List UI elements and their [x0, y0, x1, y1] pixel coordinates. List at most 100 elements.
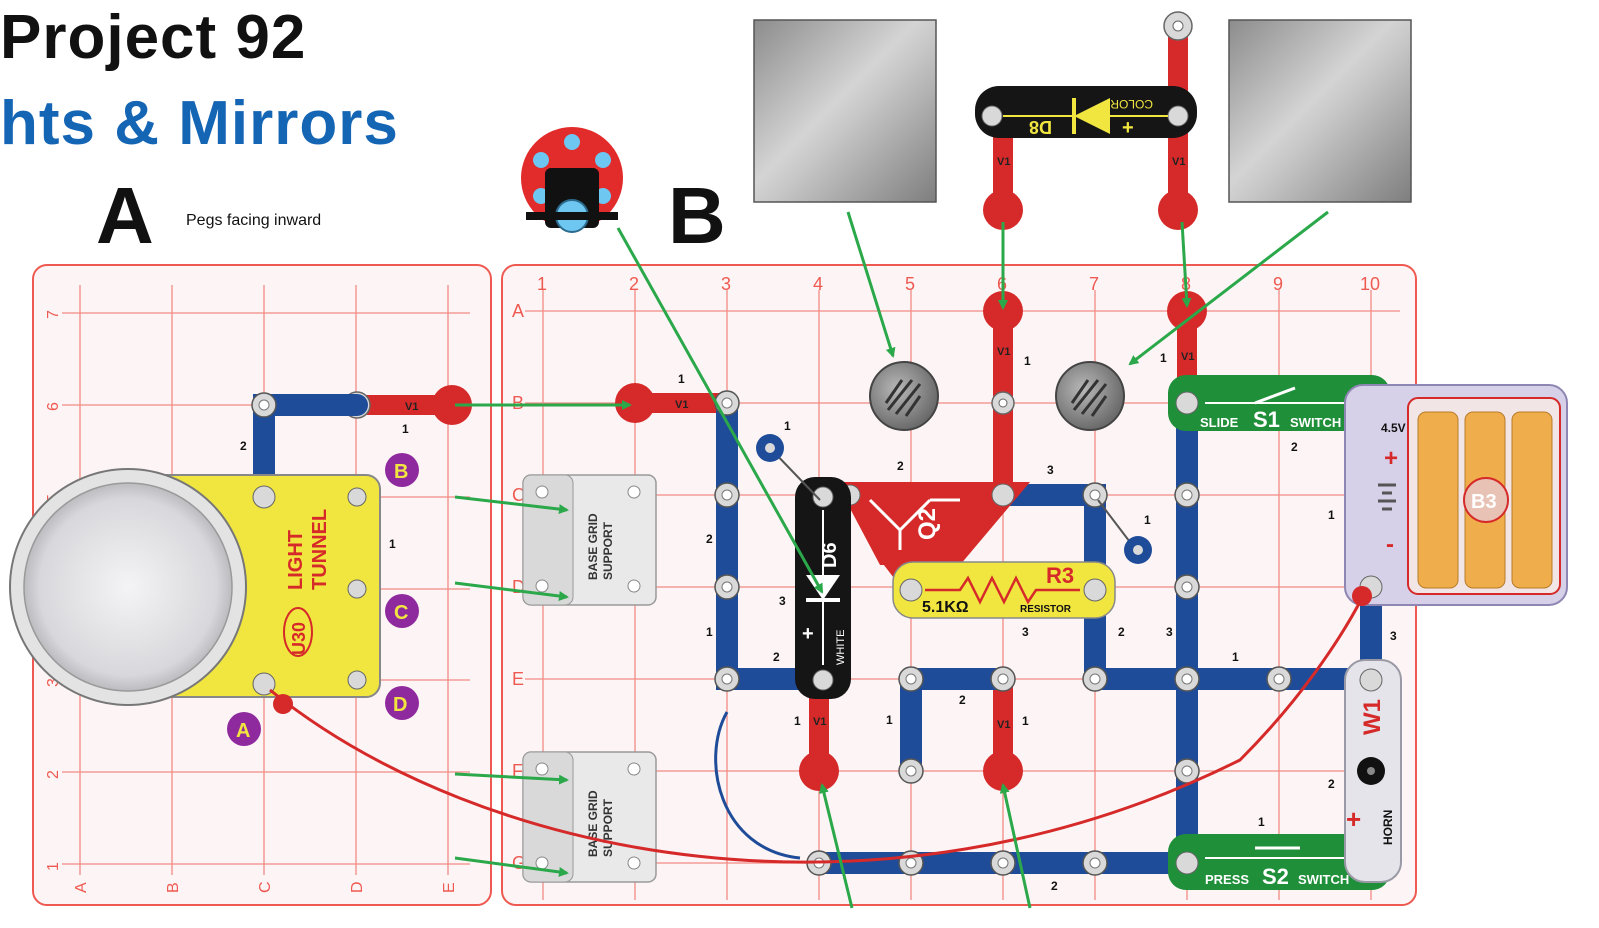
wire-label: V1	[675, 399, 688, 411]
grid-a-col-label: D	[349, 881, 366, 893]
support-text: SUPPORT	[601, 521, 615, 580]
d8-text: COLOR	[1110, 97, 1153, 111]
wire-label: V1	[997, 346, 1010, 358]
level-number: 1	[886, 713, 893, 727]
level-number: 1	[678, 372, 685, 386]
u30-id: U30	[289, 622, 309, 655]
support-text: BASE GRID	[586, 790, 600, 857]
grid-a-row-label: 2	[45, 770, 62, 779]
level-number: 1	[1232, 650, 1239, 664]
snap-center	[1090, 490, 1100, 500]
peg-label-d: D	[385, 686, 419, 720]
svg-text:B: B	[394, 461, 408, 483]
svg-text:A: A	[236, 720, 250, 742]
level-number: 2	[240, 439, 247, 453]
peg-label-a: A	[227, 712, 261, 746]
snap-center	[998, 674, 1008, 684]
svg-text:C: C	[394, 602, 408, 624]
wire-label: V1	[813, 716, 826, 728]
support-text: BASE GRID	[586, 513, 600, 580]
snap-center	[906, 766, 916, 776]
level-number: 1	[706, 625, 713, 639]
snap-center	[722, 674, 732, 684]
snap-center	[259, 400, 269, 410]
grid-a-col-label: A	[73, 882, 90, 893]
b3-id: B3	[1471, 491, 1497, 513]
led-d8: D8 COLOR +	[975, 86, 1197, 139]
snap-center	[1182, 582, 1192, 592]
level-number: 3	[1390, 629, 1397, 643]
base-grid-support-1: BASE GRID SUPPORT	[523, 475, 656, 605]
light-sensor-right	[1056, 362, 1124, 430]
grid-b-col-label: 7	[1089, 274, 1099, 294]
d6-id: D6	[819, 542, 841, 568]
q2-id: Q2	[914, 508, 941, 540]
level-number: 3	[779, 594, 786, 608]
wire-label: V1	[1181, 351, 1194, 363]
grid-a-col-label: B	[165, 882, 182, 893]
wire-label: V1	[997, 156, 1010, 168]
plus-sign: +	[1122, 117, 1134, 139]
snap-center	[1182, 490, 1192, 500]
snap-center	[1090, 674, 1100, 684]
s1-id: S1	[1253, 407, 1280, 432]
snap-center	[1090, 858, 1100, 868]
level-number: 1	[389, 537, 396, 551]
support-text: SUPPORT	[601, 798, 615, 857]
w1-plus: +	[1346, 804, 1361, 834]
grid-a-col-label: E	[441, 882, 458, 893]
level-number: 2	[897, 459, 904, 473]
s1-right-text: SWITCH	[1290, 415, 1341, 430]
level-number: 3	[1022, 625, 1029, 639]
s2-right-text: SWITCH	[1298, 872, 1349, 887]
r3-id: R3	[1046, 563, 1074, 588]
jumper-wire-end	[1352, 586, 1372, 606]
plus-sign: +	[802, 623, 814, 645]
grid-b-row-label: E	[512, 669, 524, 689]
grid-b-row-label: A	[512, 301, 524, 321]
svg-text:D: D	[393, 694, 407, 716]
level-number: 1	[1258, 815, 1265, 829]
grid-b-col-label: 1	[537, 274, 547, 294]
level-number: 1	[1022, 714, 1029, 728]
r3-value: 5.1KΩ	[922, 599, 969, 616]
level-number: 2	[959, 693, 966, 707]
w1-text: HORN	[1381, 810, 1395, 845]
level-number: 2	[1118, 625, 1125, 639]
wire-label: V1	[997, 719, 1010, 731]
snap-center	[998, 858, 1008, 868]
mirror-right	[1229, 20, 1411, 202]
level-number: 2	[706, 532, 713, 546]
jumper-wire-end	[273, 694, 293, 714]
w1-id: W1	[1359, 699, 1386, 735]
snap-center	[906, 674, 916, 684]
level-number: 2	[1291, 440, 1298, 454]
u30-line1: LIGHT	[285, 530, 307, 590]
level-number: 1	[794, 714, 801, 728]
snap-center	[722, 490, 732, 500]
grid-b-col-label: 10	[1360, 274, 1380, 294]
level-number: 1	[1328, 508, 1335, 522]
b3-voltage: 4.5V	[1381, 421, 1406, 435]
level-number: 1	[1160, 351, 1167, 365]
wire-label: V1	[405, 401, 418, 413]
level-number: 1	[1144, 513, 1151, 527]
level-number: 3	[1047, 463, 1054, 477]
snap-center	[722, 398, 732, 408]
grid-a-col-label: C	[257, 881, 274, 893]
d6-text: WHITE	[835, 630, 847, 665]
r3-text: RESISTOR	[1020, 604, 1072, 615]
grid-a-row-label: 6	[45, 402, 62, 411]
b3-plus: +	[1384, 445, 1398, 472]
base-grid-support-2: BASE GRID SUPPORT	[523, 752, 656, 882]
horn-w1: W1 HORN +	[1345, 660, 1401, 882]
snap-center	[1182, 674, 1192, 684]
s1-left-text: SLIDE	[1200, 415, 1239, 430]
grid-b-row-label: B	[512, 393, 524, 413]
level-number: 2	[1051, 879, 1058, 893]
resistor-r3: R3 5.1KΩ RESISTOR	[893, 562, 1115, 618]
snap-center	[1182, 766, 1192, 776]
mirror-left	[754, 20, 936, 202]
